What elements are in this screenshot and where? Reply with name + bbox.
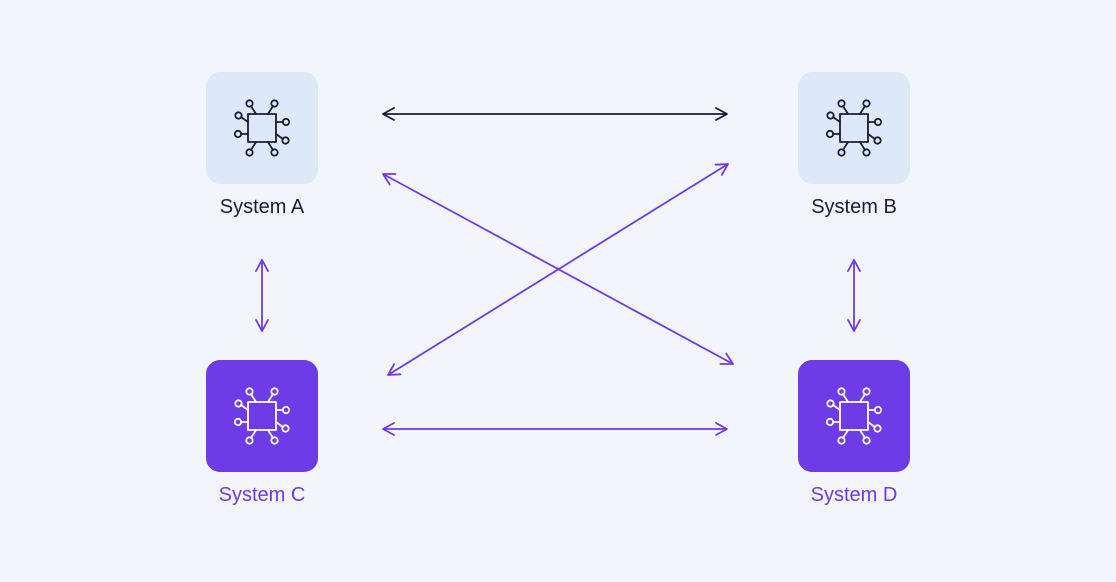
- chip-icon: [233, 387, 291, 445]
- node-system-a: System A: [206, 72, 318, 218]
- system-d-tile: [798, 360, 910, 472]
- system-b-label: System B: [811, 196, 897, 218]
- node-system-c: System C: [206, 360, 318, 506]
- system-b-tile: [798, 72, 910, 184]
- chip-icon: [233, 99, 291, 157]
- system-d-label: System D: [810, 484, 898, 506]
- arrow-b-c: [387, 163, 729, 376]
- system-a-tile: [206, 72, 318, 184]
- chip-icon: [825, 99, 883, 157]
- system-c-label: System C: [218, 484, 306, 506]
- chip-icon: [825, 387, 883, 445]
- system-a-label: System A: [219, 196, 305, 218]
- node-system-b: System B: [798, 72, 910, 218]
- system-c-tile: [206, 360, 318, 472]
- node-system-d: System D: [798, 360, 910, 506]
